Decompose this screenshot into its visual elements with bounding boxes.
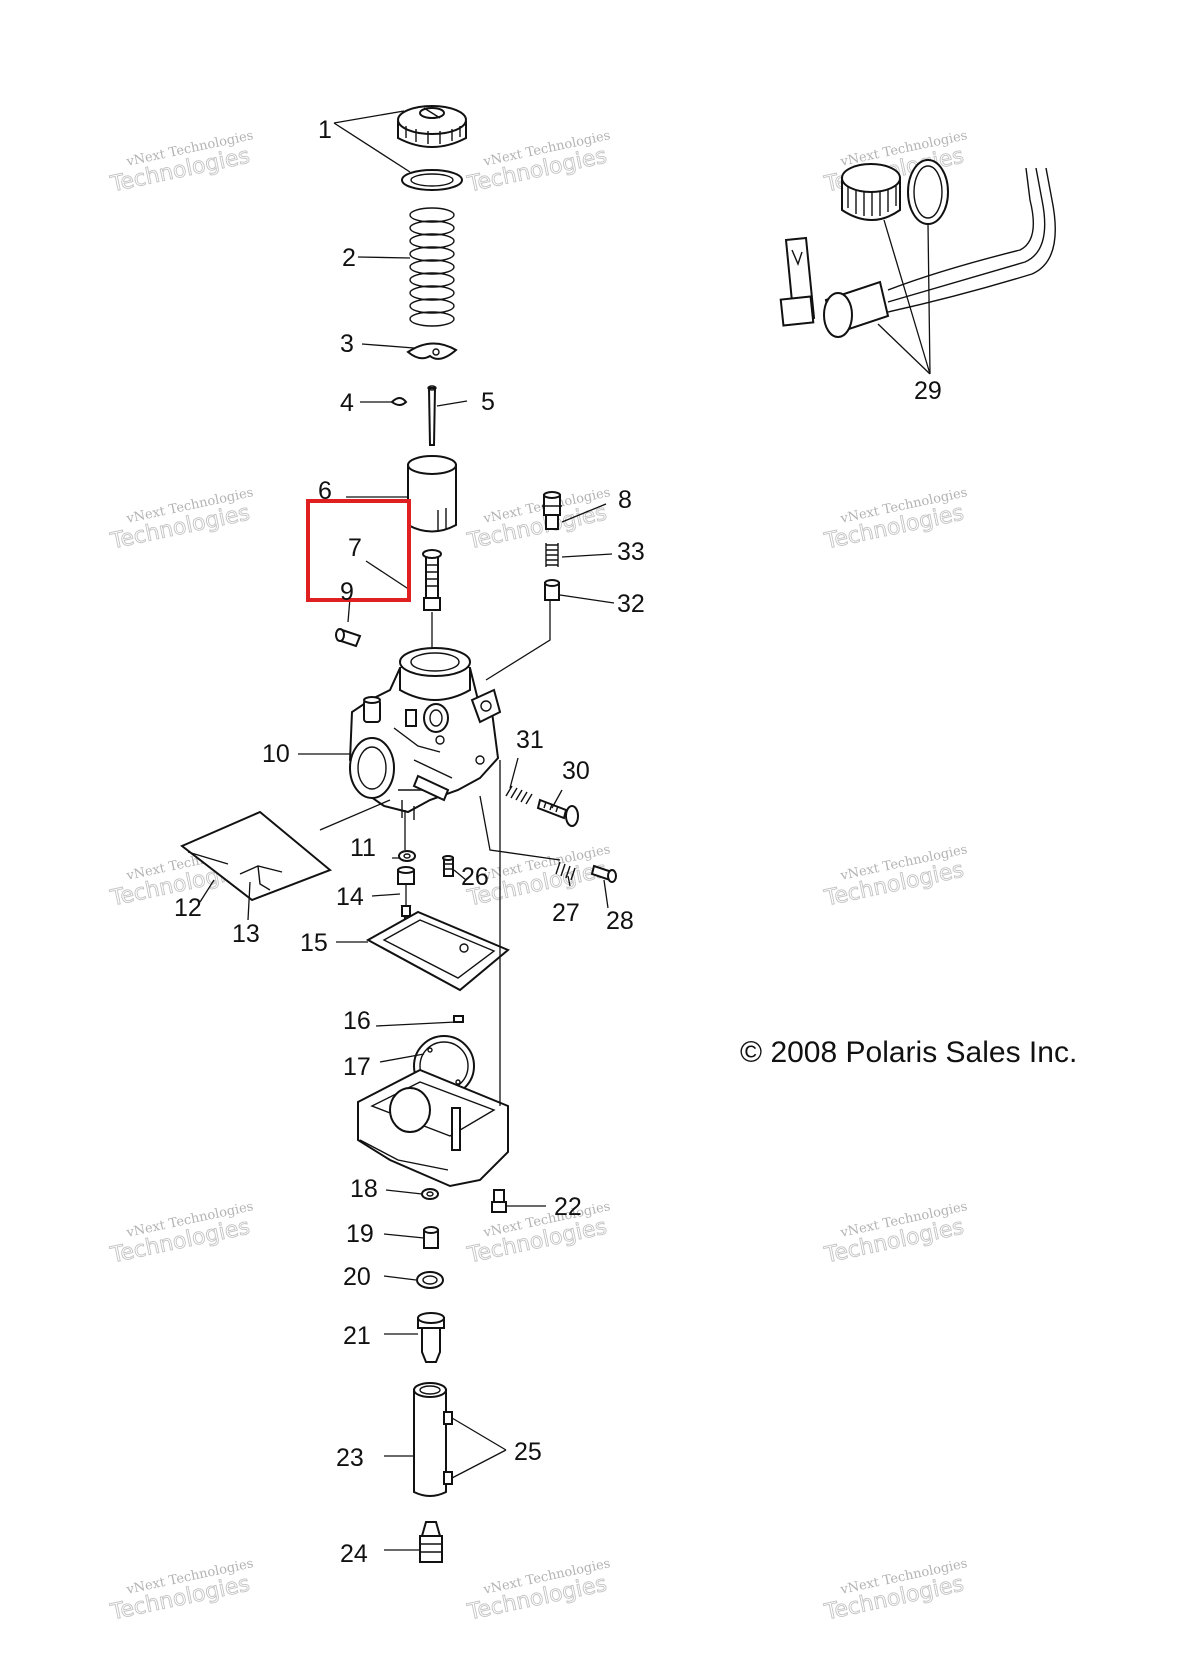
copyright-notice: © 2008 Polaris Sales Inc. [740, 1036, 1077, 1069]
callout-22[interactable]: 22 [554, 1193, 582, 1221]
callout-2[interactable]: 2 [342, 244, 356, 272]
part-16-pin[interactable] [453, 1015, 464, 1023]
callout-19[interactable]: 19 [346, 1220, 374, 1248]
callout-17[interactable]: 17 [343, 1053, 371, 1081]
callout-14[interactable]: 14 [336, 883, 364, 911]
callout-20[interactable]: 20 [343, 1263, 371, 1291]
part-31-spring[interactable] [505, 785, 533, 805]
part-33-spring[interactable] [545, 543, 559, 567]
callout-10[interactable]: 10 [262, 740, 290, 768]
part-13-clip[interactable] [239, 865, 283, 891]
callout-13[interactable]: 13 [232, 920, 260, 948]
callout-26[interactable]: 26 [461, 863, 489, 891]
callout-9[interactable]: 9 [340, 578, 354, 606]
callout-1[interactable]: 1 [318, 116, 332, 144]
part-5-jet-needle[interactable] [427, 385, 437, 446]
part-30-idle-screw[interactable] [536, 798, 579, 827]
part-23-drain-tube[interactable] [413, 1382, 447, 1497]
part-14-needle-valve[interactable] [397, 866, 415, 923]
part-15-bowl-gasket[interactable] [365, 910, 510, 992]
callout-29[interactable]: 29 [914, 377, 942, 405]
part-4-e-clip[interactable] [390, 397, 408, 406]
part-9-pin[interactable] [335, 628, 362, 648]
part-29-throttle-assembly[interactable] [779, 159, 1056, 338]
callout-31[interactable]: 31 [516, 726, 544, 754]
callout-5[interactable]: 5 [481, 388, 495, 416]
part-32-sleeve[interactable] [544, 579, 560, 601]
callout-32[interactable]: 32 [617, 590, 645, 618]
callout-3[interactable]: 3 [340, 330, 354, 358]
part-28-screw[interactable] [590, 864, 617, 883]
callout-16[interactable]: 16 [343, 1007, 371, 1035]
part-19-main-jet[interactable] [423, 1226, 439, 1249]
part-6-throttle-slide[interactable] [407, 455, 457, 533]
callout-15[interactable]: 15 [300, 929, 328, 957]
callout-21[interactable]: 21 [343, 1322, 371, 1350]
callout-labels: 1 2 3 4 5 6 7 8 9 33 32 10 31 30 11 26 2… [174, 116, 942, 1568]
part-2-spring[interactable] [409, 207, 455, 327]
callout-7[interactable]: 7 [348, 534, 362, 562]
part-18-washer[interactable] [421, 1188, 439, 1200]
part-27-spring[interactable] [555, 861, 576, 881]
callout-23[interactable]: 23 [336, 1444, 364, 1472]
part-24-drain-screw[interactable] [419, 1521, 443, 1563]
callout-33[interactable]: 33 [617, 538, 645, 566]
part-11-washer[interactable] [398, 850, 416, 862]
callout-4[interactable]: 4 [340, 389, 354, 417]
leader-lines [199, 110, 931, 1551]
callout-12[interactable]: 12 [174, 894, 202, 922]
callout-25[interactable]: 25 [514, 1438, 542, 1466]
callout-8[interactable]: 8 [618, 486, 632, 514]
part-10-carburetor-body[interactable] [348, 647, 502, 820]
callout-27[interactable]: 27 [552, 899, 580, 927]
part-26-screw[interactable] [442, 855, 454, 877]
part-float-bowl[interactable] [357, 1068, 509, 1188]
part-1-cap-gasket[interactable] [401, 169, 463, 191]
callout-18[interactable]: 18 [350, 1175, 378, 1203]
part-7-bolt[interactable] [422, 549, 442, 611]
highlight-box [306, 499, 411, 602]
part-20-o-ring[interactable] [416, 1271, 444, 1289]
part-12-gasket[interactable] [180, 810, 332, 902]
callout-28[interactable]: 28 [606, 907, 634, 935]
callout-30[interactable]: 30 [562, 757, 590, 785]
callout-24[interactable]: 24 [340, 1540, 368, 1568]
callout-11[interactable]: 11 [350, 834, 376, 862]
callout-6[interactable]: 6 [318, 477, 332, 505]
part-3-retainer-plate[interactable] [406, 342, 458, 360]
part-1-top-cap[interactable] [397, 105, 467, 148]
part-21-needle-jet[interactable] [417, 1312, 445, 1363]
part-8-air-screw-head[interactable] [542, 491, 562, 530]
part-22-bowl-screw[interactable] [491, 1189, 507, 1213]
